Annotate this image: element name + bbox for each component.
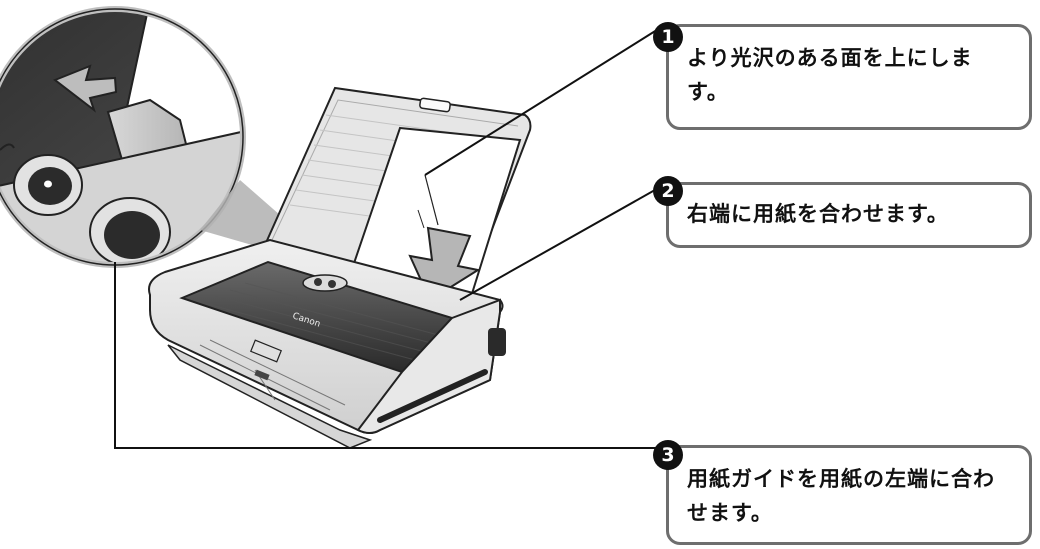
step-2-text: 右端に用紙を合わせます。 bbox=[687, 202, 949, 226]
step-3-number: 3 bbox=[661, 444, 675, 466]
leader-lines bbox=[114, 27, 663, 449]
step-3-callout: 用紙ガイドを用紙の左端に合わせます。 bbox=[666, 445, 1032, 545]
magnifier-view bbox=[0, 6, 246, 268]
step-1-text: より光沢のある面を上にします。 bbox=[687, 46, 973, 104]
step-1-number-badge: 1 bbox=[653, 22, 683, 52]
printer: Canon bbox=[148, 86, 532, 449]
step-3-text: 用紙ガイドを用紙の左端に合わせます。 bbox=[687, 467, 995, 525]
step-2-number-badge: 2 bbox=[653, 176, 683, 206]
step-2-number: 2 bbox=[661, 180, 675, 202]
step-3-number-badge: 3 bbox=[653, 440, 683, 470]
step-1-number: 1 bbox=[661, 26, 675, 48]
step-2-callout: 右端に用紙を合わせます。 bbox=[666, 182, 1032, 248]
step-1-callout: より光沢のある面を上にします。 bbox=[666, 24, 1032, 130]
